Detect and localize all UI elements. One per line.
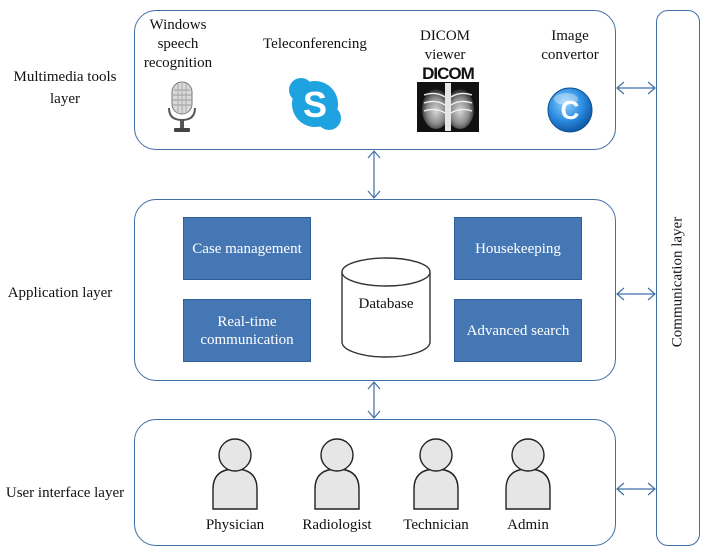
convertor-letter: C — [561, 95, 580, 125]
dicom-logo-text: DICOM — [422, 64, 475, 83]
realtime-label-line1: Real-time — [217, 313, 277, 330]
person-icon-radiologist — [314, 438, 360, 510]
user-interface-layer-label: User interface layer — [5, 482, 125, 504]
user-label-radiologist: Radiologist — [302, 517, 372, 533]
multimedia-layer-label-text: Multimedia tools layer — [13, 69, 117, 107]
multimedia-layer-box — [134, 10, 616, 150]
user-label-admin: Admin — [507, 517, 549, 533]
realtime-label-line2: communication — [200, 331, 294, 348]
application-layer-label-text: Application layer — [7, 285, 113, 301]
case-management-module: Case management — [183, 217, 311, 280]
skype-icon: S — [289, 78, 341, 130]
arrow-user-communication — [616, 482, 656, 496]
housekeeping-label: Housekeeping — [475, 240, 561, 257]
person-icon-admin — [505, 438, 551, 510]
user-interface-layer-label-text: User interface layer — [5, 485, 125, 501]
database-cylinder — [341, 257, 431, 358]
advanced-search-module: Advanced search — [454, 299, 582, 362]
multimedia-layer-label: Multimedia tools layer — [0, 66, 130, 110]
communication-layer-box — [656, 10, 700, 546]
tool-label-dicom: DICOM viewer — [419, 28, 470, 63]
database-label: Database — [358, 296, 414, 312]
arrow-multimedia-communication — [616, 81, 656, 95]
user-label-technician: Technician — [403, 517, 469, 533]
person-icon-physician — [212, 438, 258, 510]
arrow-application-communication — [616, 287, 656, 301]
arrow-multimedia-application — [367, 150, 381, 199]
realtime-communication-module: Real-time communication — [183, 299, 311, 362]
tool-label-speech: Windows speech recognition — [143, 17, 213, 71]
housekeeping-module: Housekeeping — [454, 217, 582, 280]
arrow-application-user — [367, 381, 381, 419]
microphone-icon — [168, 81, 196, 132]
case-management-label: Case management — [192, 240, 302, 257]
user-label-physician: Physician — [205, 517, 265, 533]
skype-letter: S — [303, 84, 327, 125]
application-layer-label: Application layer — [5, 282, 115, 304]
advanced-search-label: Advanced search — [466, 322, 570, 339]
image-convertor-icon: C — [547, 87, 593, 133]
tool-label-teleconferencing: Teleconferencing — [263, 36, 367, 52]
dicom-xray-icon: DICOM — [417, 64, 479, 132]
tool-label-convertor: Image convertor — [541, 28, 599, 63]
person-icon-technician — [413, 438, 459, 510]
communication-layer-label: Communication layer — [669, 216, 686, 348]
